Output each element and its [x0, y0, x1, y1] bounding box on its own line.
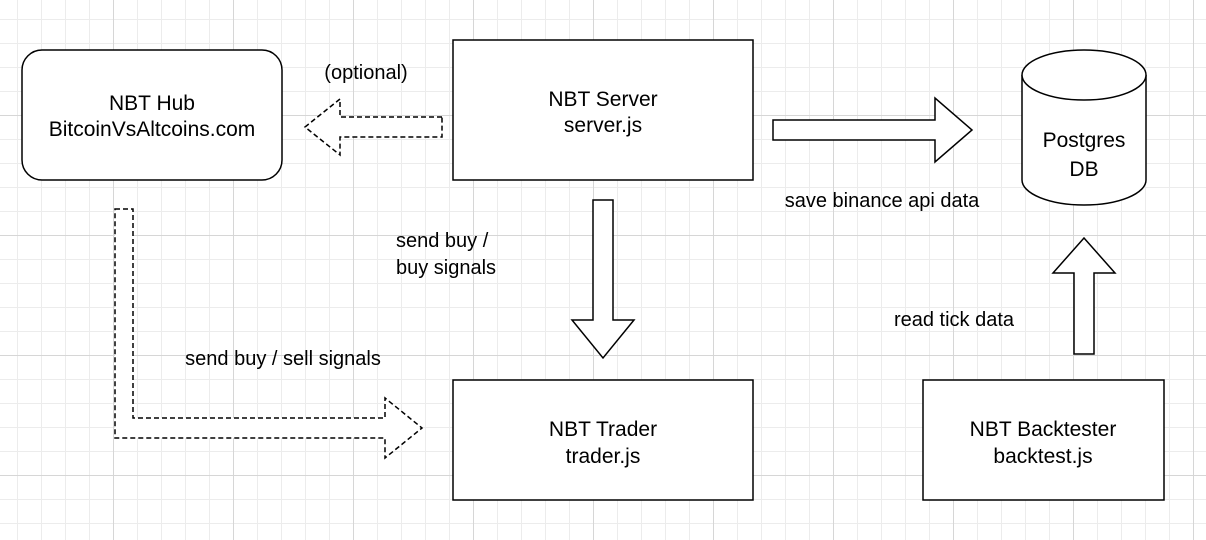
arrow-server-to-db: [772, 96, 974, 164]
node-trader-subtitle: trader.js: [566, 445, 641, 468]
node-hub: [21, 49, 283, 181]
node-db-body: [1021, 75, 1147, 206]
node-trader: [452, 379, 754, 501]
label-send-buy-line1: send buy /: [396, 230, 489, 252]
node-db-title: Postgres: [1043, 129, 1126, 152]
arrow-backtester-to-db: [1051, 236, 1117, 355]
arrow-server-to-trader: [570, 199, 636, 360]
label-read-tick: read tick data: [894, 309, 1015, 331]
node-hub-title: NBT Hub: [109, 92, 195, 115]
arrow-hub-to-trader: [114, 208, 424, 460]
node-server-subtitle: server.js: [564, 114, 642, 137]
node-server: [452, 39, 754, 181]
node-hub-subtitle: BitcoinVsAltcoins.com: [49, 118, 256, 141]
node-backtester: [922, 379, 1165, 501]
node-backtester-subtitle: backtest.js: [993, 445, 1092, 468]
node-db: Postgres DB: [1021, 49, 1147, 206]
node-db-top: [1021, 49, 1147, 101]
node-backtester-title: NBT Backtester: [970, 418, 1117, 441]
label-optional: (optional): [324, 62, 407, 84]
label-save-binance: save binance api data: [785, 190, 980, 212]
node-db-subtitle: DB: [1069, 158, 1098, 181]
node-server-title: NBT Server: [548, 88, 657, 111]
node-trader-title: NBT Trader: [549, 418, 657, 441]
label-send-buy-line2: buy signals: [396, 257, 496, 279]
label-send-buy-sell: send buy / sell signals: [185, 348, 381, 370]
arrow-server-to-hub: [303, 97, 443, 157]
